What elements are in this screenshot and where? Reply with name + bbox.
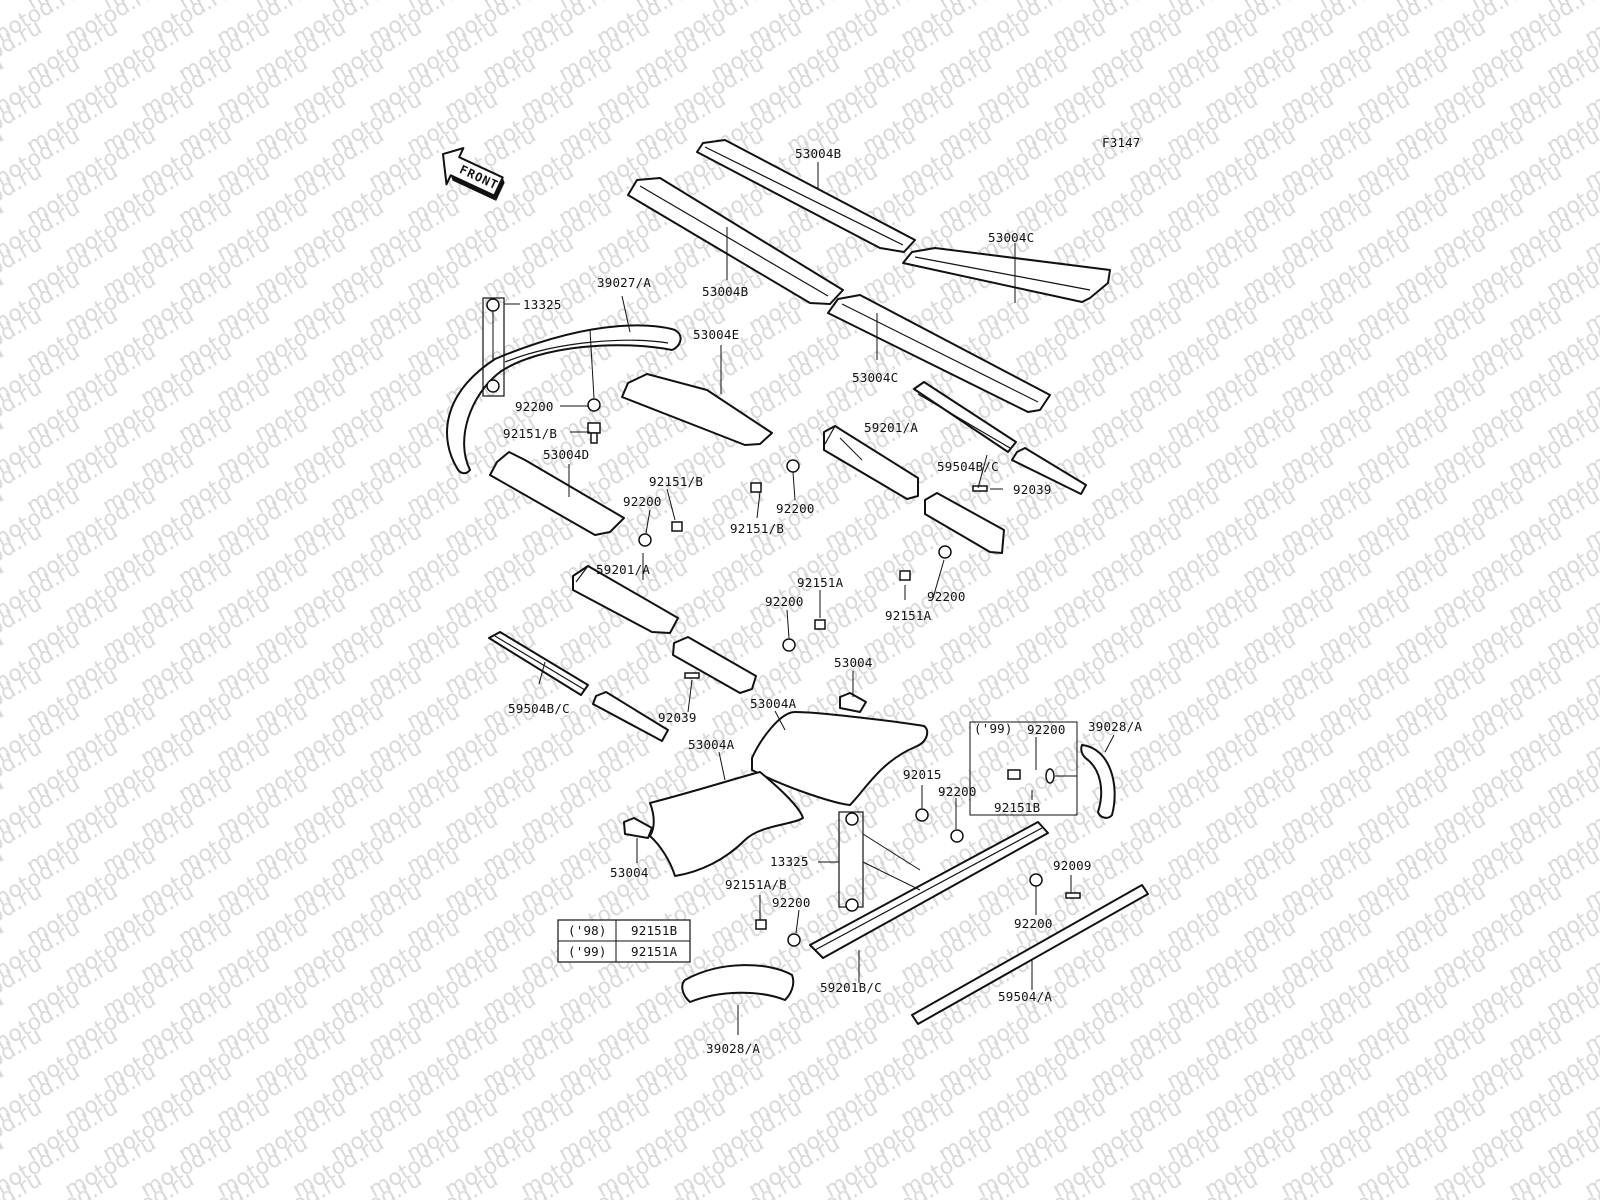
label-92200-a: 92200 — [515, 399, 554, 414]
label-13325-top: 13325 — [523, 297, 562, 312]
washer-92200-f — [1045, 768, 1055, 784]
washer-92200-e — [938, 545, 952, 559]
label-53004a-a: 53004A — [750, 696, 797, 711]
label-53004c-right: 53004C — [988, 230, 1034, 245]
bolt-92151a-a — [814, 619, 826, 630]
label-59504a: 59504/A — [998, 989, 1052, 1004]
bolt-92151ab — [755, 919, 767, 930]
label-92200-b: 92200 — [623, 494, 662, 509]
label-53004a-b: 53004A — [688, 737, 735, 752]
label-53004d: 53004D — [543, 447, 589, 462]
label-53004-a: 53004 — [834, 655, 873, 670]
pin-92039-b — [684, 672, 700, 679]
figure-code: F3147 — [1102, 135, 1141, 150]
bolt-92009 — [1065, 892, 1081, 899]
washer-92200-g — [950, 829, 964, 843]
washer-92200-d — [782, 638, 796, 652]
label-92151b-a: 92151/B — [503, 426, 557, 441]
label-39027a: 39027/A — [597, 275, 651, 290]
label-92151b-c: 92151/B — [730, 521, 784, 536]
label-99: ('99) — [974, 721, 1013, 736]
label-92200-h: 92200 — [772, 895, 811, 910]
label-92200-g: 92200 — [938, 784, 977, 799]
label-53004-b: 53004 — [610, 865, 649, 880]
bolt-92151b-d — [1007, 769, 1021, 780]
label-92151b-b: 92151/B — [649, 474, 703, 489]
label-53004b-low: 53004B — [702, 284, 748, 299]
bolt-92151a-b — [899, 570, 911, 581]
table-part-1: 92151B — [631, 923, 677, 938]
label-92200-d: 92200 — [765, 594, 804, 609]
nut-92015 — [915, 808, 929, 822]
washer-92200-h — [787, 933, 801, 947]
pin-92039-a — [972, 485, 988, 492]
washer-92200-a — [587, 398, 601, 412]
label-92151ab: 92151A/B — [725, 877, 787, 892]
washer-92200-c — [786, 459, 800, 473]
label-53004e: 53004E — [693, 327, 739, 342]
table-year-1: ('98) — [568, 923, 607, 938]
label-92039-b: 92039 — [658, 710, 697, 725]
year-part-table: ('98) 92151B ('99) 92151A — [557, 919, 691, 963]
label-92151a-b: 92151A — [885, 608, 932, 623]
label-92200-c: 92200 — [776, 501, 815, 516]
label-13325-bot: 13325 — [770, 854, 809, 869]
label-59504bc-a: 59504B/C — [937, 459, 999, 474]
label-92015: 92015 — [903, 767, 942, 782]
label-92151a-a: 92151A — [797, 575, 844, 590]
label-39028a-b: 39028/A — [706, 1041, 760, 1056]
washer-92200-b — [638, 533, 652, 547]
label-92151b-d: 92151B — [994, 800, 1040, 815]
table-part-2: 92151A — [631, 944, 678, 959]
label-92200-e: 92200 — [927, 589, 966, 604]
label-92039-a: 92039 — [1013, 482, 1052, 497]
washer-92200-i — [1029, 873, 1043, 887]
label-39028a-a: 39028/A — [1088, 719, 1142, 734]
label-92009: 92009 — [1053, 858, 1092, 873]
label-92200-i: 92200 — [1014, 916, 1053, 931]
table-year-2: ('99) — [568, 944, 607, 959]
bolt-92151b-b — [671, 521, 683, 532]
label-59201a-b: 59201/A — [596, 562, 650, 577]
label-59201bc: 59201B/C — [820, 980, 882, 995]
label-59504bc-b: 59504B/C — [508, 701, 570, 716]
label-92200-f: 92200 — [1027, 722, 1066, 737]
bolt-92151b-c — [750, 482, 762, 493]
label-53004c-mid: 53004C — [852, 370, 898, 385]
label-53004b-top: 53004B — [795, 146, 841, 161]
label-59201a-a: 59201/A — [864, 420, 918, 435]
